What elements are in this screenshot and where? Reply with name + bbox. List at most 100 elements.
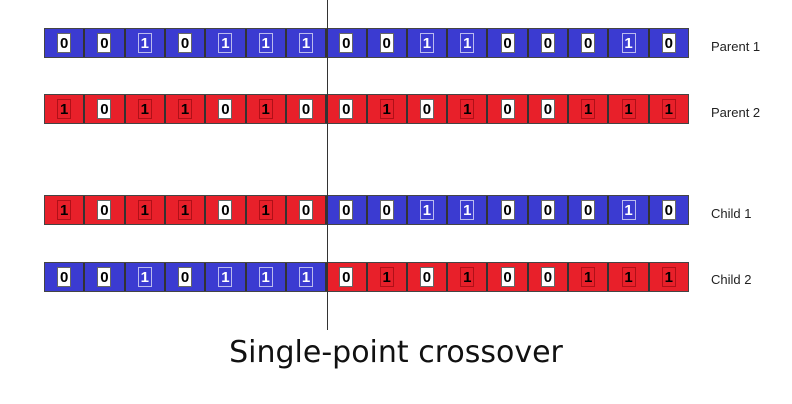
bit-cell: 0 — [83, 196, 124, 224]
row-label-parent-2: Parent 2 — [711, 105, 761, 120]
bit-value: 0 — [97, 33, 112, 53]
bit-cell: 0 — [365, 196, 406, 224]
bit-value: 0 — [500, 99, 515, 119]
bit-value: 1 — [258, 99, 273, 119]
bit-cell: 0 — [204, 196, 245, 224]
bit-cell: 0 — [325, 29, 366, 57]
bit-value: 1 — [57, 99, 72, 119]
bit-cell: 0 — [284, 196, 326, 224]
bit-value: 1 — [299, 267, 314, 287]
bit-cell: 0 — [45, 29, 84, 57]
bit-value: 0 — [500, 267, 515, 287]
bit-cell: 1 — [647, 95, 688, 123]
bit-value: 1 — [178, 200, 193, 220]
bit-value: 0 — [379, 33, 394, 53]
bit-cell: 1 — [365, 95, 406, 123]
bit-value: 1 — [137, 200, 152, 220]
bit-cell: 1 — [45, 95, 84, 123]
bit-cell: 1 — [204, 29, 245, 57]
bit-cell: 0 — [526, 196, 568, 224]
bit-cell: 1 — [446, 263, 487, 291]
bit-value: 1 — [57, 200, 72, 220]
bit-cell: 0 — [486, 95, 527, 123]
bit-value: 1 — [460, 200, 475, 220]
bit-value: 0 — [540, 200, 555, 220]
row-label-child-2: Child 2 — [711, 272, 752, 287]
bit-value: 0 — [339, 99, 354, 119]
bit-value: 1 — [621, 200, 636, 220]
bit-cell: 1 — [284, 29, 326, 57]
bit-value: 1 — [621, 33, 636, 53]
bit-value: 1 — [379, 267, 394, 287]
bit-cell: 1 — [405, 29, 447, 57]
bit-value: 0 — [379, 200, 394, 220]
bit-cell: 1 — [405, 196, 447, 224]
bit-cell: 1 — [123, 263, 164, 291]
bit-value: 0 — [500, 200, 515, 220]
bit-value: 1 — [460, 99, 475, 119]
bit-cell: 0 — [647, 196, 688, 224]
bit-cell: 1 — [123, 29, 164, 57]
bit-cell: 0 — [284, 95, 326, 123]
bit-cell: 1 — [163, 196, 205, 224]
bit-cell: 0 — [526, 29, 568, 57]
bit-cell: 1 — [244, 263, 285, 291]
bit-cell: 1 — [123, 196, 164, 224]
bit-cell: 0 — [325, 196, 366, 224]
bit-value: 0 — [218, 99, 233, 119]
bit-cell: 0 — [163, 29, 205, 57]
bit-value: 1 — [419, 33, 434, 53]
bit-value: 1 — [661, 99, 676, 119]
bit-cell: 1 — [45, 196, 84, 224]
bit-value: 1 — [661, 267, 676, 287]
bit-cell: 1 — [446, 196, 487, 224]
bit-cell: 0 — [526, 263, 568, 291]
bit-cell: 1 — [123, 95, 164, 123]
bit-cell: 1 — [567, 263, 608, 291]
bit-cell: 0 — [83, 95, 124, 123]
crossover-point-line — [327, 0, 328, 330]
bit-cell: 0 — [45, 263, 84, 291]
bit-value: 0 — [419, 99, 434, 119]
bit-value: 1 — [460, 33, 475, 53]
bit-cell: 1 — [244, 95, 285, 123]
bit-value: 0 — [581, 33, 596, 53]
bit-value: 0 — [339, 33, 354, 53]
bit-value: 0 — [540, 99, 555, 119]
bit-value: 0 — [339, 267, 354, 287]
bit-cell: 1 — [607, 29, 648, 57]
bit-cell: 0 — [405, 95, 447, 123]
bit-cell: 1 — [567, 95, 608, 123]
bit-value: 0 — [540, 33, 555, 53]
row-label-child-1: Child 1 — [711, 206, 752, 221]
bit-cell: 0 — [567, 196, 608, 224]
bit-value: 0 — [339, 200, 354, 220]
bit-cell: 1 — [647, 263, 688, 291]
bit-value: 0 — [57, 267, 72, 287]
bit-value: 0 — [57, 33, 72, 53]
bit-value: 1 — [460, 267, 475, 287]
bit-value: 0 — [178, 33, 193, 53]
bit-cell: 0 — [486, 263, 527, 291]
bit-cell: 0 — [647, 29, 688, 57]
bit-value: 0 — [218, 200, 233, 220]
bit-value: 0 — [661, 200, 676, 220]
bit-value: 1 — [581, 267, 596, 287]
bit-value: 0 — [97, 267, 112, 287]
bit-value: 1 — [258, 33, 273, 53]
bit-value: 1 — [419, 200, 434, 220]
bit-cell: 0 — [83, 29, 124, 57]
bit-value: 1 — [218, 33, 233, 53]
bit-value: 1 — [218, 267, 233, 287]
bit-cell: 1 — [204, 263, 245, 291]
bit-cell: 1 — [446, 95, 487, 123]
bit-value: 1 — [581, 99, 596, 119]
bit-cell: 0 — [486, 196, 527, 224]
bit-value: 0 — [661, 33, 676, 53]
bit-value: 1 — [621, 99, 636, 119]
bit-cell: 1 — [607, 95, 648, 123]
bit-cell: 0 — [204, 95, 245, 123]
